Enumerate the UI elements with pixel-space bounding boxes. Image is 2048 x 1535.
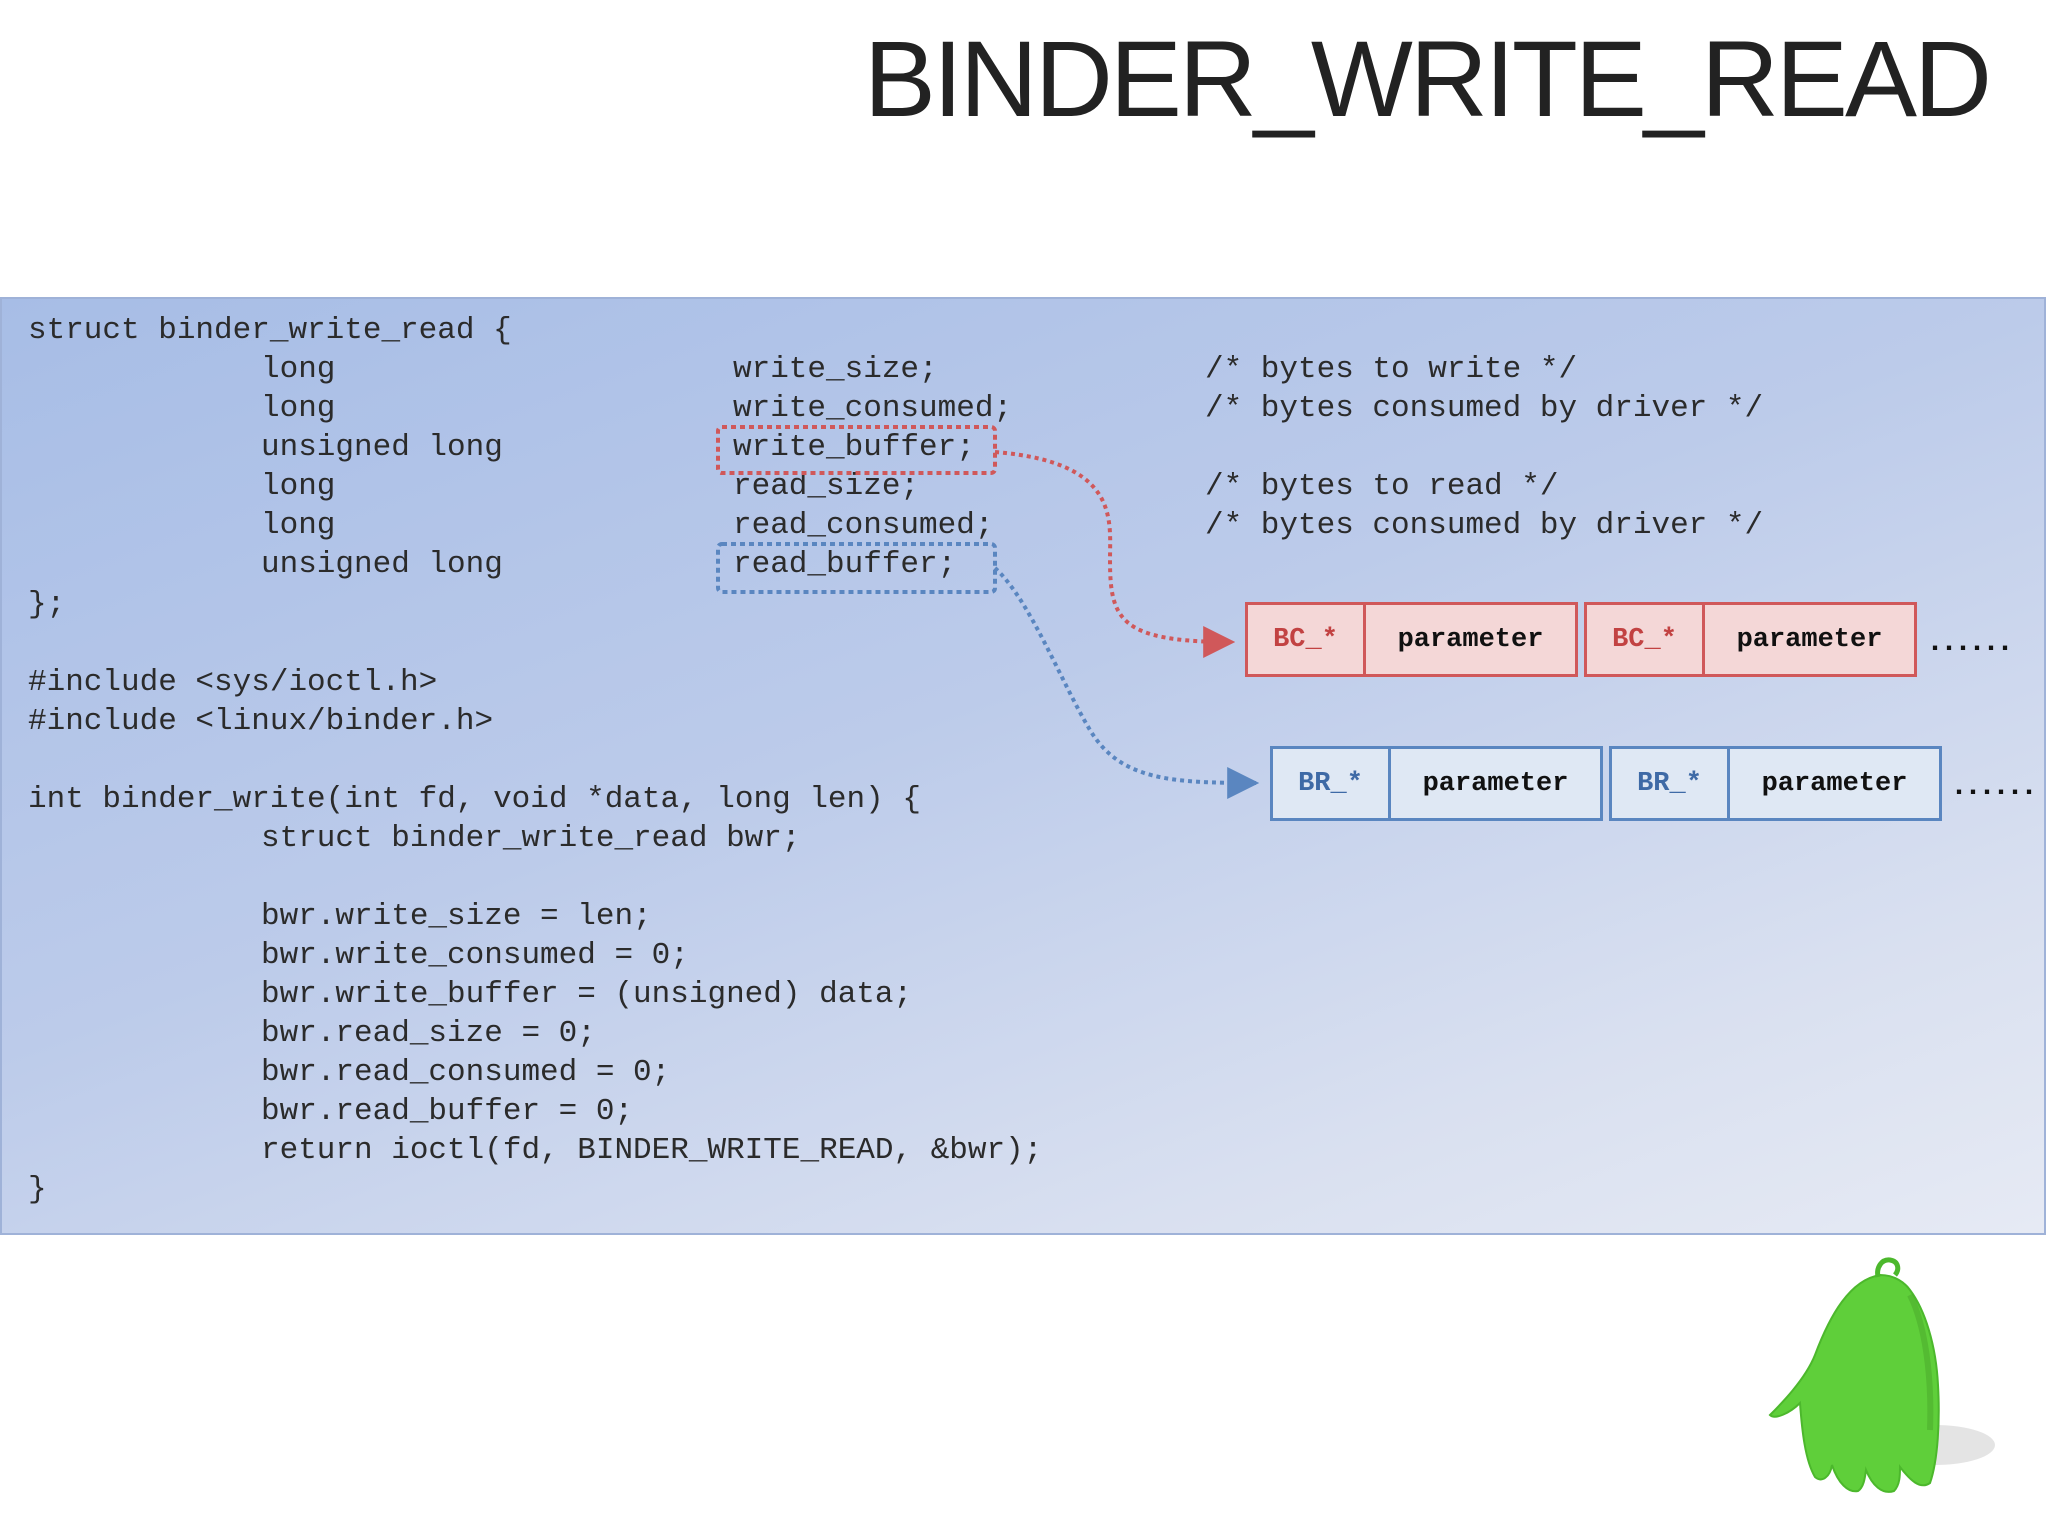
read-buffer-arrow [993,566,1260,799]
write-packet-row: BC_* parameter BC_* parameter [1245,602,1917,677]
func-body-line-9: return ioctl(fd, BINDER_WRITE_READ, &bwr… [261,1133,1043,1168]
field-comment-1: /* bytes to write */ [1205,352,1578,387]
field-type-3: unsigned long [261,430,503,465]
field-type-1: long [261,352,336,387]
field-comment-5: /* bytes consumed by driver */ [1205,508,1764,543]
func-body-line-5: bwr.write_buffer = (unsigned) data; [261,977,913,1012]
field-name-1: write_size; [733,352,938,387]
read-packet-row: BR_* parameter BR_* parameter [1270,746,1942,821]
field-type-6: unsigned long [261,547,503,582]
include-line-1: #include <sys/ioctl.h> [28,665,438,700]
func-signature-line: int binder_write(int fd, void *data, lon… [28,782,921,817]
field-name-6: read_buffer; [733,547,957,582]
func-body-line-1: struct binder_write_read bwr; [261,821,801,856]
write-buffer-arrow [994,450,1236,658]
br-parameter-cell: parameter [1730,746,1942,821]
func-body-line-6: bwr.read_size = 0; [261,1016,596,1051]
func-body-line-8: bwr.read_buffer = 0; [261,1094,634,1129]
green-android-ghost-icon [1768,1257,1995,1493]
bc-parameter-cell: parameter [1705,602,1917,677]
read-buffer-highlight [716,542,997,594]
field-type-2: long [261,391,336,426]
br-parameter-cell: parameter [1391,746,1603,821]
func-body-line-3: bwr.write_size = len; [261,899,652,934]
br-command-cell: BR_* [1270,746,1391,821]
func-close-line: } [28,1172,47,1207]
write-buffer-highlight [716,425,997,475]
write-packet-ellipsis: ...... [1926,626,2014,660]
bc-command-cell: BC_* [1584,602,1705,677]
struct-open-line: struct binder_write_read { [28,313,512,348]
field-name-4: read_size; [733,469,920,504]
field-type-4: long [261,469,336,504]
func-body-line-7: bwr.read_consumed = 0; [261,1055,671,1090]
br-command-cell: BR_* [1609,746,1730,821]
field-name-2: write_consumed; [733,391,1013,426]
bc-command-cell: BC_* [1245,602,1366,677]
field-name-5: read_consumed; [733,508,994,543]
bc-parameter-cell: parameter [1366,602,1578,677]
func-body-line-4: bwr.write_consumed = 0; [261,938,689,973]
slide-title: BINDER_WRITE_READ [863,18,1992,139]
include-line-2: #include <linux/binder.h> [28,704,494,739]
field-type-5: long [261,508,336,543]
struct-close-line: }; [28,587,66,622]
field-comment-4: /* bytes to read */ [1205,469,1559,504]
field-comment-2: /* bytes consumed by driver */ [1205,391,1764,426]
read-packet-ellipsis: ...... [1950,770,2038,804]
field-name-3: write_buffer; [733,430,975,465]
